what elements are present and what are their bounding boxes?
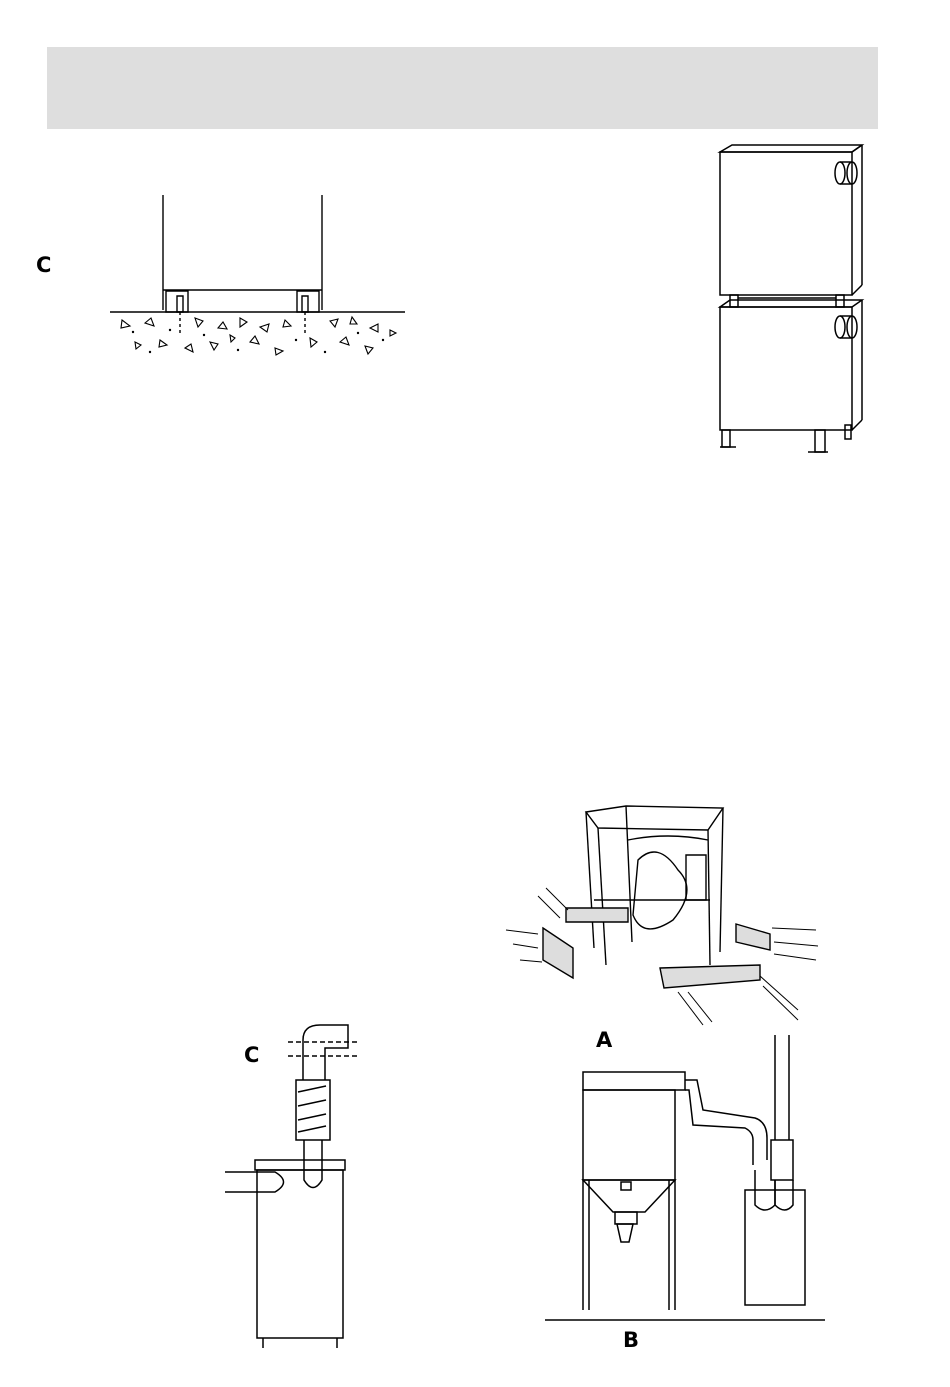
elbow-pipe-diagram <box>220 1020 370 1350</box>
frame-panels-diagram <box>498 800 828 1030</box>
silo-duct-diagram <box>545 1030 825 1330</box>
stacked-units-diagram <box>712 140 872 470</box>
header-band <box>47 47 878 129</box>
figure-label-b: B <box>623 1330 639 1351</box>
floor-anchor-diagram <box>100 190 420 365</box>
figure-label-c-floor: C <box>36 255 51 276</box>
